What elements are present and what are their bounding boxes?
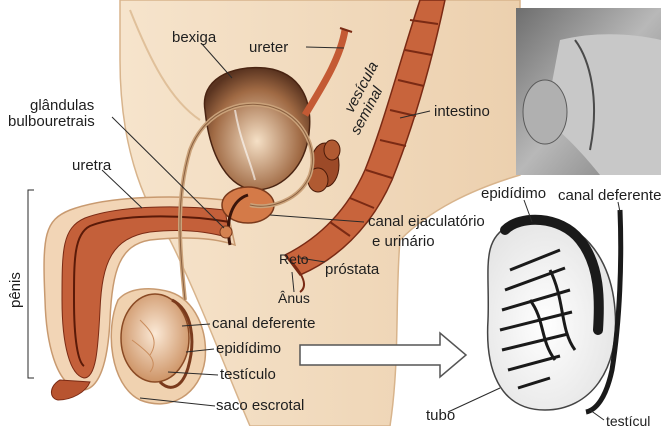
label-bulbouretrais: bulbouretrais <box>8 114 95 130</box>
label-inset-epididimo: epidídimo <box>481 186 546 202</box>
label-canal-ejaculatorio: canal ejaculatório <box>368 214 485 230</box>
label-prostata: próstata <box>325 262 379 278</box>
testis-section-inset <box>448 200 621 420</box>
label-intestino: intestino <box>434 104 490 120</box>
label-cut-testiculo: testícul <box>606 413 650 429</box>
label-ureter: ureter <box>249 40 288 56</box>
label-saco-escrotal: saco escrotal <box>216 398 304 414</box>
photo-inset <box>516 8 661 175</box>
label-penis: pênis <box>8 272 24 308</box>
label-tubo: tubo <box>426 408 455 424</box>
label-e-urinario: e urinário <box>372 234 435 250</box>
penis-bracket <box>28 190 34 378</box>
label-inset-canal-deferente: canal deferente <box>558 188 661 204</box>
scrotum-illustration <box>111 289 205 404</box>
label-uretra: uretra <box>72 158 111 174</box>
bulbourethral-gland <box>220 226 232 238</box>
label-anus: Ânus <box>278 290 310 306</box>
label-bexiga: bexiga <box>172 30 216 46</box>
label-testiculo: testículo <box>220 367 276 383</box>
label-reto: Reto <box>279 251 309 267</box>
label-glandulas: glândulas <box>30 98 94 114</box>
label-canal-deferente: canal deferente <box>212 316 315 332</box>
label-epididimo: epidídimo <box>216 341 281 357</box>
